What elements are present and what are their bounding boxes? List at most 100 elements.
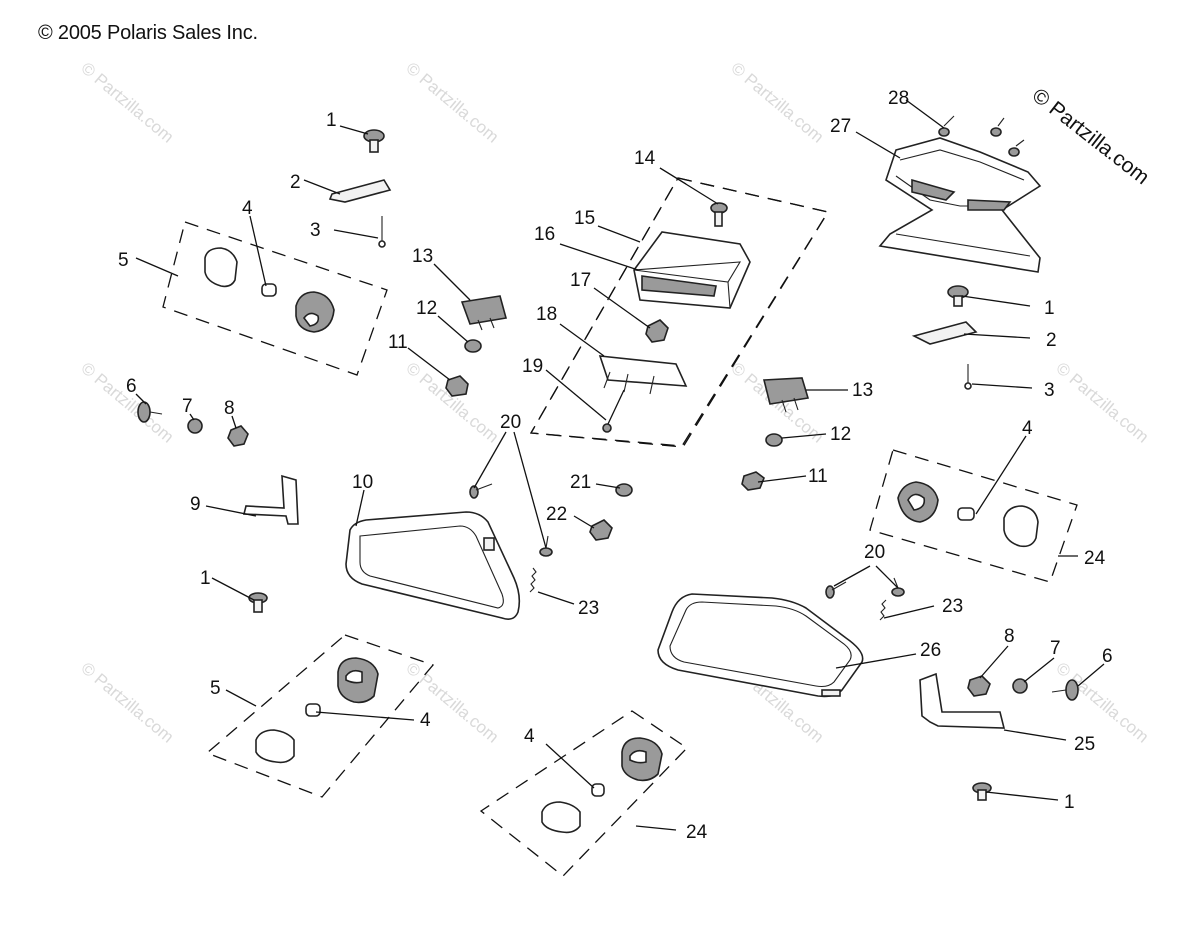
callout-5: 5	[210, 678, 221, 699]
part-6-screw-right	[1051, 679, 1079, 701]
part-1-screw-right-upper	[947, 285, 969, 307]
callout-5: 5	[118, 250, 129, 271]
part-13-clip-left	[460, 295, 508, 331]
part-4-bulb-bottom-center	[591, 783, 605, 797]
callout-8: 8	[224, 398, 235, 419]
watermark: © Partzilla.com	[77, 59, 177, 147]
callout-24: 24	[1084, 548, 1106, 569]
part-lens-right	[1003, 505, 1039, 548]
part-4-bulb-top	[261, 283, 277, 297]
callout-24: 24	[686, 822, 708, 843]
part-7-washer-right	[1012, 678, 1028, 694]
part-21-washer	[615, 483, 633, 497]
group-box-24-bottom	[479, 710, 689, 877]
callout-3: 3	[310, 220, 321, 241]
part-4-bulb-bottom-left	[305, 703, 321, 717]
callout-19: 19	[522, 356, 543, 377]
watermark: © Partzilla.com	[1052, 659, 1152, 747]
callout-21: 21	[570, 472, 591, 493]
part-11-nut-left	[445, 375, 469, 397]
part-7-washer-left	[187, 418, 203, 434]
part-23-spring-left	[529, 567, 537, 593]
callout-1: 1	[200, 568, 211, 589]
callout-10: 10	[352, 472, 373, 493]
part-2-bracket-right	[911, 321, 978, 345]
callout-2: 2	[290, 172, 301, 193]
part-27-mounting-bracket	[878, 137, 1042, 273]
part-3-screw-top-left	[378, 216, 386, 248]
watermark: © Partzilla.com	[402, 359, 502, 447]
callout-11: 11	[808, 466, 828, 487]
part-12-washer-right	[765, 433, 783, 447]
part-10-headlamp-left	[345, 511, 521, 620]
group-box-5-bottom	[205, 634, 435, 798]
part-1-screw-bottom-right	[972, 782, 992, 801]
callout-7: 7	[1050, 638, 1061, 659]
callout-1: 1	[1044, 298, 1055, 319]
callout-26: 26	[920, 640, 941, 661]
callout-11: 11	[388, 332, 408, 353]
part-22-nut	[589, 519, 613, 541]
part-25-bracket	[919, 672, 1006, 729]
watermark: © Partzilla.com	[77, 359, 177, 447]
leader-lines	[135, 99, 1105, 831]
callout-18: 18	[536, 304, 557, 325]
part-socket-bottom-left	[337, 657, 379, 704]
part-1-screw-mid-left	[248, 592, 268, 613]
part-12-washer-left	[464, 339, 482, 353]
callout-20: 20	[500, 412, 521, 433]
callout-labels: 1 2 3 4 5 6 7 8 9 10 1 11 12 13 14 15 16…	[118, 88, 1113, 843]
part-socket-top	[295, 291, 335, 333]
watermark: © Partzilla.com	[402, 59, 502, 147]
part-19-screw-center	[602, 389, 625, 433]
callout-3: 3	[1044, 380, 1055, 401]
part-20-screws-left	[469, 483, 553, 557]
callout-8: 8	[1004, 626, 1015, 647]
callout-2: 2	[1046, 330, 1057, 351]
group-box-24-right	[869, 449, 1078, 583]
callout-4: 4	[242, 198, 253, 219]
callout-23: 23	[578, 598, 599, 619]
callout-16: 16	[534, 224, 555, 245]
watermark: © Partzilla.com	[402, 659, 502, 747]
callout-23: 23	[942, 596, 963, 617]
watermark: © Partzilla.com	[1052, 359, 1152, 447]
part-2-bracket-top-left	[328, 179, 392, 203]
part-4-bulb-right	[957, 507, 975, 521]
watermark: © Partzilla.com	[77, 659, 177, 747]
callout-4: 4	[420, 710, 431, 731]
part-3-screw-right	[964, 364, 972, 390]
part-lens-bottom-center	[541, 801, 581, 834]
part-socket-bottom-center	[621, 737, 663, 782]
callout-13: 13	[852, 380, 873, 401]
part-18-plate-center	[598, 355, 688, 395]
callout-1: 1	[1064, 792, 1075, 813]
watermark: © Partzilla.com	[727, 59, 827, 147]
callout-4: 4	[1022, 418, 1033, 439]
part-5-lens-top	[204, 247, 238, 288]
group-box-14-15	[529, 177, 830, 448]
part-8-nut-left	[227, 425, 249, 447]
group-box-5-top	[162, 221, 388, 376]
callout-28: 28	[888, 88, 909, 109]
callout-15: 15	[574, 208, 595, 229]
part-28-screws	[938, 115, 1025, 157]
callout-25: 25	[1074, 734, 1095, 755]
copyright-notice: © 2005 Polaris Sales Inc.	[38, 22, 258, 44]
callout-4: 4	[524, 726, 535, 747]
part-9-bracket	[242, 474, 299, 525]
part-socket-right	[897, 481, 939, 523]
callout-12: 12	[416, 298, 437, 319]
part-13-clip-right	[762, 377, 810, 413]
callout-22: 22	[546, 504, 567, 525]
part-26-headlamp-right	[657, 593, 864, 698]
callout-12: 12	[830, 424, 851, 445]
callout-17: 17	[570, 270, 591, 291]
part-11-nut-right	[741, 471, 765, 491]
part-lens-bottom-left	[255, 729, 295, 764]
callout-20: 20	[864, 542, 885, 563]
callout-6: 6	[1102, 646, 1113, 667]
callout-1: 1	[326, 110, 337, 131]
part-14-screw-center	[710, 202, 728, 227]
callout-14: 14	[634, 148, 656, 169]
